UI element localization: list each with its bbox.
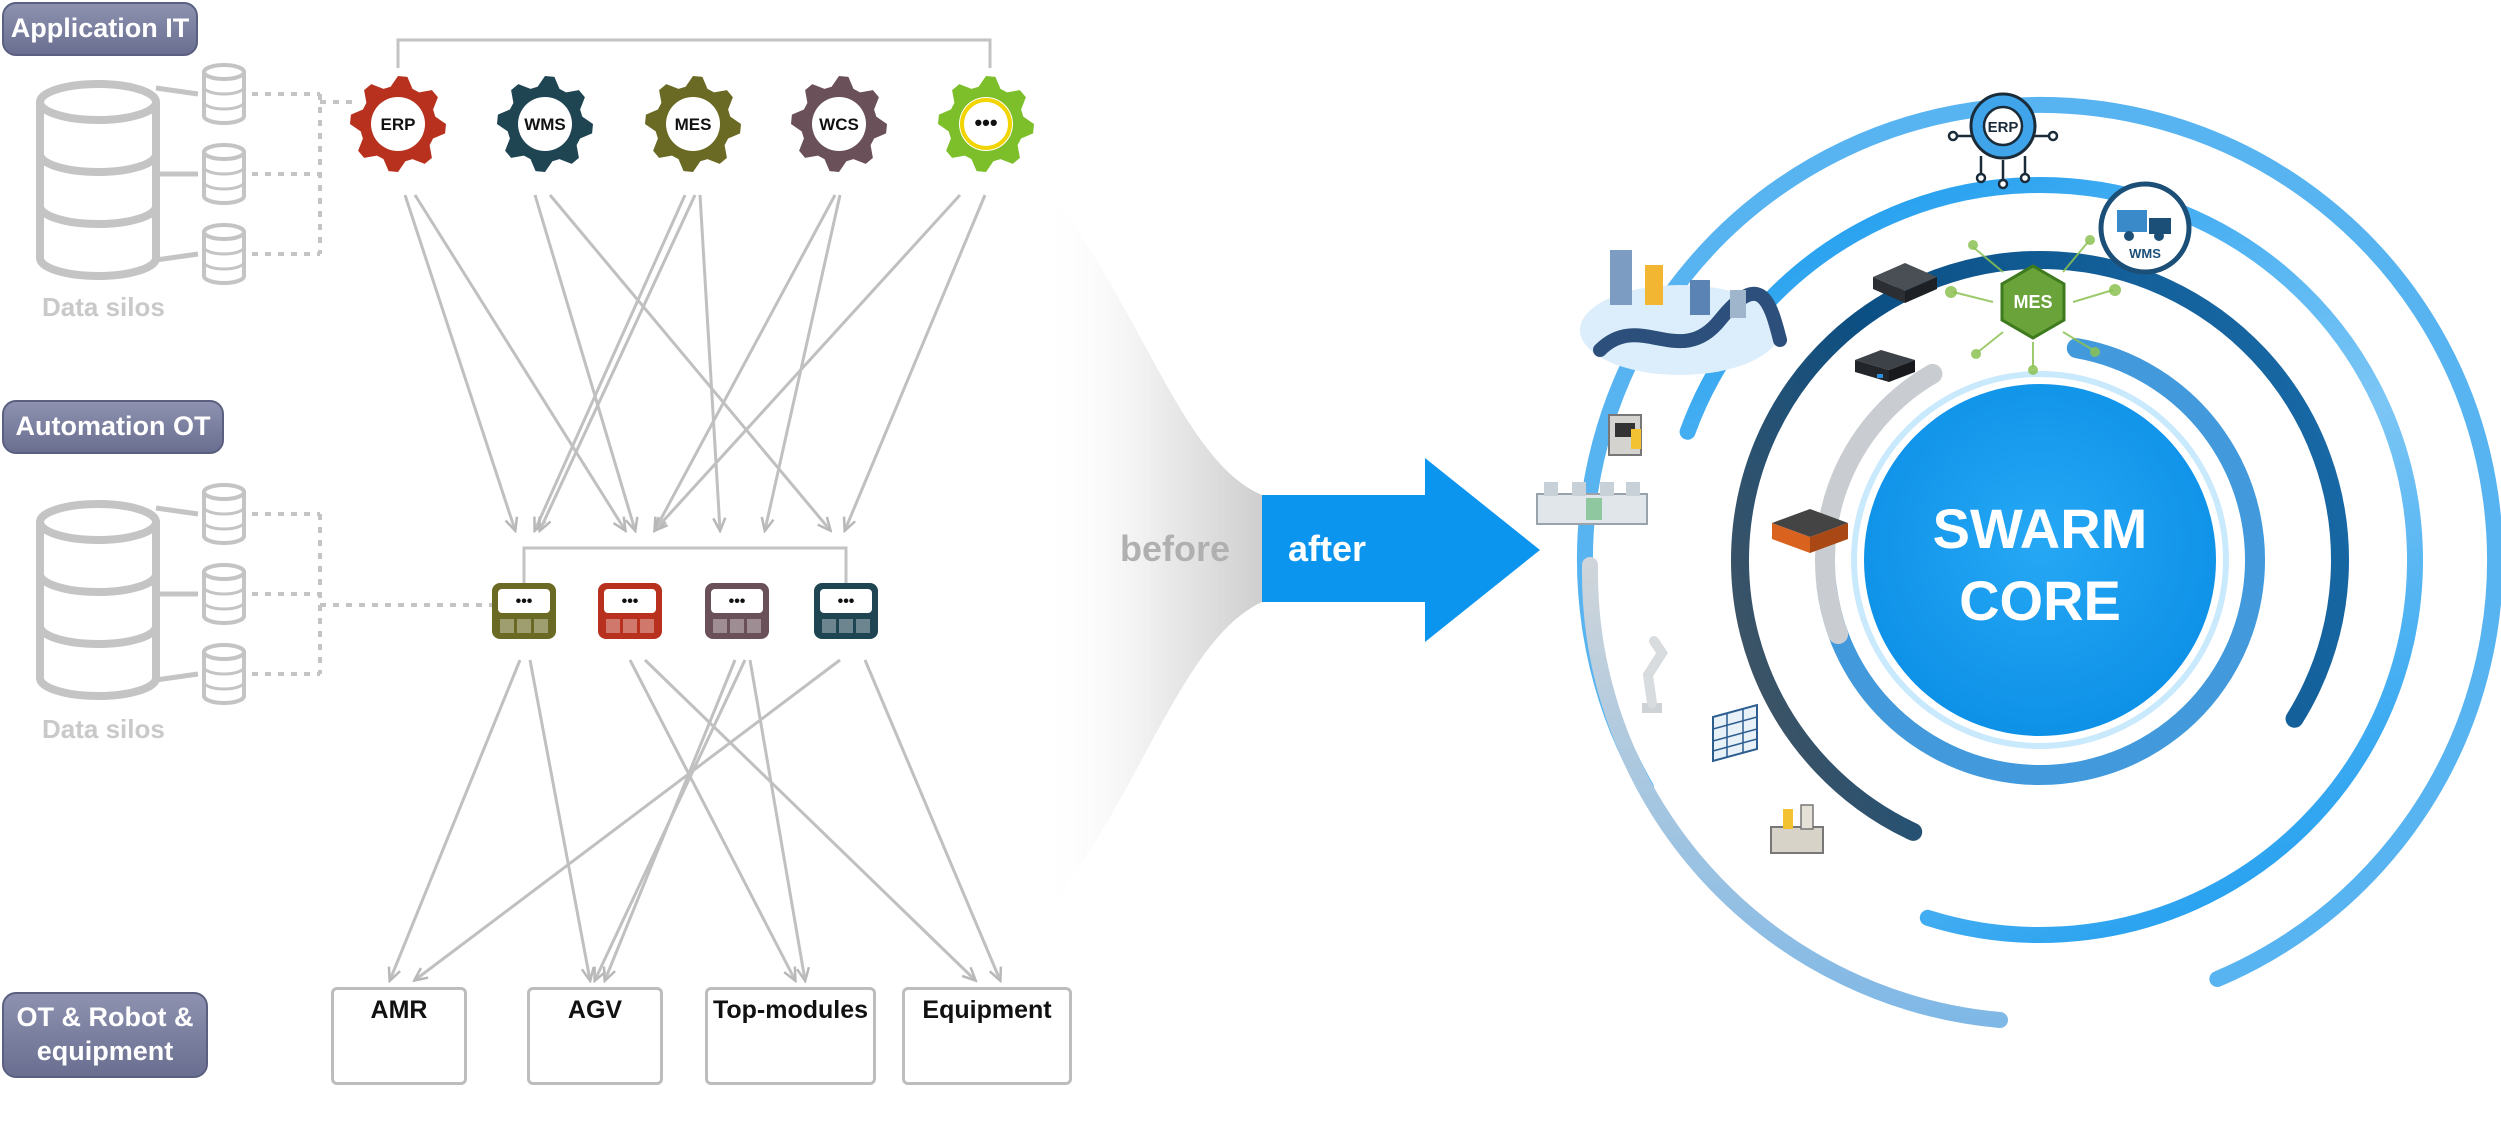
gear-label: MES: [675, 115, 712, 134]
controller-label: •••: [838, 593, 855, 610]
amr-robot-icon-2: [1855, 350, 1915, 382]
systems-bracket: [396, 38, 992, 68]
target-box-agv: AGV: [527, 987, 663, 1085]
controllers-bracket: [522, 546, 848, 590]
factory-line-illustration: [1580, 250, 1787, 375]
gear-label: •••: [974, 110, 997, 135]
gear-label: WCS: [819, 115, 859, 134]
data-silos-label-top: Data silos: [42, 292, 165, 322]
conveyor-module-icon: [1536, 482, 1648, 525]
small-database-icon: [202, 63, 246, 125]
small-database-icon: [202, 483, 246, 545]
target-box-top-modules: Top-modules: [705, 987, 876, 1085]
after-arrow: [1262, 458, 1540, 642]
system-gears: ERP WMS MES WCS •••: [350, 76, 1034, 172]
scanner-device-icon: [1608, 414, 1642, 456]
many-to-many-arrows: [390, 193, 1000, 980]
target-box-label: AMR: [370, 996, 428, 1024]
small-database-icon: [202, 223, 246, 285]
data-silos-label-mid: Data silos: [42, 714, 165, 744]
amr-robot-icon-1: [1873, 263, 1937, 303]
before-funnel: [1040, 180, 1262, 920]
target-box-label: Equipment: [922, 996, 1052, 1024]
target-box-label: AGV: [567, 996, 623, 1024]
swarm-core-halo: [1851, 371, 2229, 749]
agv-orange-icon: [1772, 509, 1848, 553]
mes-hex-icon: MES: [1945, 235, 2121, 375]
svg-text:WMS: WMS: [2129, 246, 2161, 261]
layer-label-ot-robot-equipment: OT & Robot & equipment: [2, 992, 208, 1078]
controller-icon: •••: [705, 583, 769, 639]
gear-icon-erp: ERP: [350, 76, 446, 172]
gear-icon-wms: WMS: [497, 76, 593, 172]
robot-arm-icon: [1642, 636, 1668, 713]
gear-label: ERP: [381, 115, 416, 134]
svg-text:MES: MES: [2013, 292, 2052, 312]
swarm-core-circle: [1864, 384, 2216, 736]
gear-label: WMS: [524, 115, 566, 134]
svg-text:ERP: ERP: [1988, 119, 2019, 136]
layer-label-automation-ot: Automation OT: [2, 400, 224, 454]
gear-icon-more: •••: [938, 76, 1034, 172]
controller-icon: •••: [492, 583, 556, 639]
controller-label: •••: [516, 593, 533, 610]
silo-database-icon: [36, 500, 160, 700]
controller-label: •••: [729, 593, 746, 610]
industrial-machine-icon: [1770, 804, 1824, 854]
before-label: before: [1120, 528, 1231, 569]
controller-label: •••: [622, 593, 639, 610]
gear-icon-wcs: WCS: [791, 76, 887, 172]
data-silos-automation-ot: [36, 483, 495, 705]
after-label: after: [1288, 528, 1367, 569]
target-box-label: Top-modules: [712, 996, 869, 1024]
controller-icon: •••: [814, 583, 878, 639]
silo-database-icon: [36, 80, 160, 280]
target-box-equipment: Equipment: [902, 987, 1072, 1085]
shelf-grid-icon: [1712, 703, 1758, 763]
gear-icon-mes: MES: [645, 76, 741, 172]
erp-circuit-icon: ERP: [1947, 92, 2059, 190]
small-database-icon: [202, 563, 246, 625]
controller-icon: •••: [598, 583, 662, 639]
target-box-amr: AMR: [331, 987, 467, 1085]
small-database-icon: [202, 643, 246, 705]
swarm-core-line2: CORE: [1959, 569, 2121, 632]
layer-label-application-it: Application IT: [2, 2, 198, 56]
small-database-icon: [202, 143, 246, 205]
swarm-core-line1: SWARM: [1933, 497, 2148, 560]
data-silos-app-it: [36, 63, 355, 285]
wms-truck-icon: WMS: [2098, 181, 2192, 275]
automation-controllers: ••• ••• ••• •••: [492, 583, 878, 639]
